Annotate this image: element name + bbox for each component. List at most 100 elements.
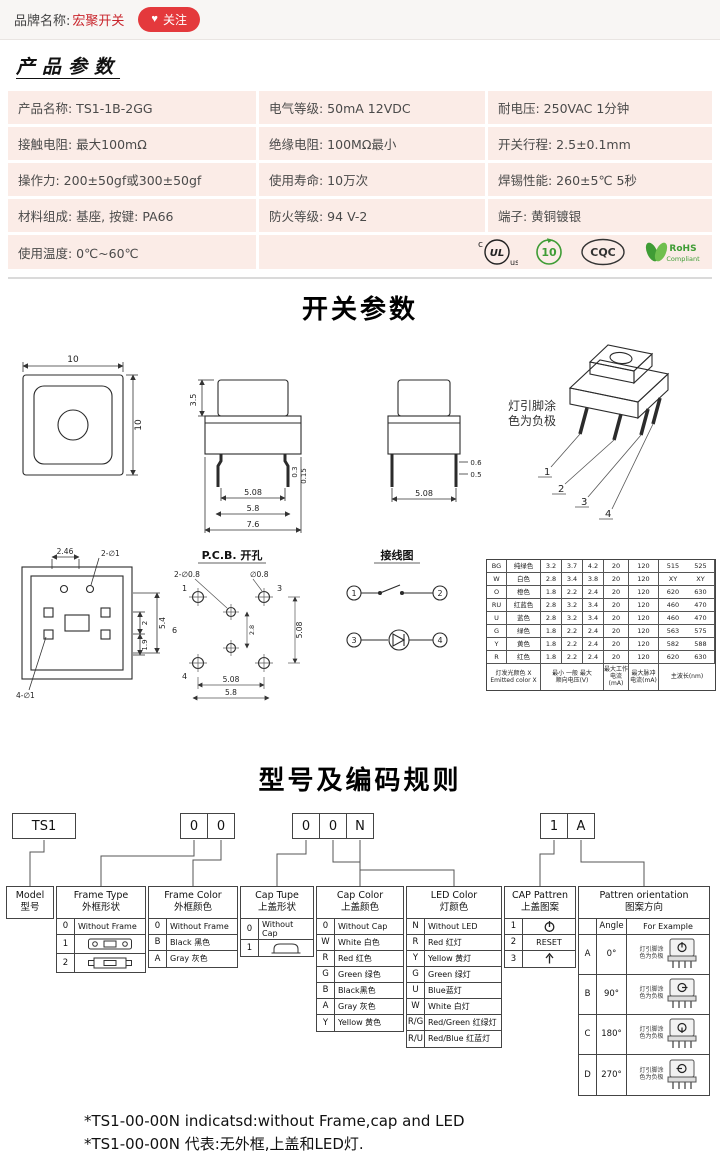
led-cell: 630 [687, 586, 715, 599]
dim-label: 5.8 [225, 688, 237, 697]
table-row: 1 [505, 918, 575, 935]
dim-label: 2.46 [57, 547, 74, 556]
table-title-en: Frame Color [164, 890, 222, 901]
pin-number: 3 [277, 584, 282, 593]
dim-label: 2-∅0.8 [174, 570, 200, 579]
table-subheader: Angle For Example [579, 918, 709, 935]
switch-params-title: 开关参数 [301, 295, 418, 325]
table-title-en: Cap Tupe [255, 890, 299, 901]
led-cell: 1.8 [541, 586, 562, 599]
certification-logos: c UL us 10 CQC RoHS [259, 235, 712, 269]
negative-pole-note: 灯引脚涂色为负极 [639, 1066, 664, 1081]
led-cell: 20 [604, 560, 629, 573]
dim-label: 5.4 [158, 617, 167, 629]
table-title-cn: 型号 [20, 902, 40, 914]
table-row: 1 [57, 934, 145, 954]
table-title-cn: 上盖形状 [257, 902, 296, 914]
heart-icon: ♥ [151, 13, 158, 25]
led-cell: 460 [659, 612, 687, 625]
pin-number: 1 [182, 584, 187, 593]
led-cell: 515 [659, 560, 687, 573]
dim-label: ∅0.8 [250, 570, 269, 579]
led-cell: 525 [687, 560, 715, 573]
pin-number: 3 [581, 497, 587, 508]
led-footer-cell: 最大工作电流(mA) [604, 664, 629, 690]
led-cell: 588 [687, 638, 715, 651]
spec-row: 接触电阻: 最大100mΩ 绝缘电阻: 100MΩ最小 开关行程: 2.5±0.… [8, 127, 712, 160]
table-title-cn: 外框颜色 [173, 902, 212, 914]
led-cell: 620 [659, 586, 687, 599]
pcb-title: P.C.B. 开孔 [202, 549, 263, 562]
code-box: A [567, 813, 595, 839]
spec-cell: 防火等级: 94 V-2 [259, 199, 485, 232]
coding-rules-title: 型号及编码规则 [258, 766, 462, 796]
code-box: 0 [207, 813, 235, 839]
spec-cell: 端子: 黄铜镀银 [488, 199, 712, 232]
dim-label: 0.6 [470, 459, 482, 467]
led-cell: 20 [604, 586, 629, 599]
code-box: 0 [180, 813, 208, 839]
led-cell: 2.8 [541, 573, 562, 586]
footnote-cn: *TS1-00-00N 代表:无外框,上盖和LED灯. [84, 1134, 364, 1153]
negative-pole-note: 灯引脚涂色为负极 [639, 1026, 664, 1041]
dim-label: 0.15 [300, 468, 308, 484]
switch-example-180deg-icon [667, 1018, 696, 1049]
brand-name-link[interactable]: 宏聚开关 [72, 14, 125, 29]
svg-text:us: us [510, 258, 518, 267]
led-cell: 1.8 [541, 625, 562, 638]
table-cap-pattern: CAP Pattren 上盖图案 1 2 RESET 3 [504, 886, 576, 968]
svg-text:10: 10 [541, 246, 557, 259]
orientation-row: A 0° 灯引脚涂色为负极 [579, 934, 709, 975]
led-cell: 2.2 [562, 638, 583, 651]
switch-example-0deg-icon [667, 938, 696, 969]
table-pattern-orientation: Pattren orientation 图案方向 Angle For Examp… [578, 886, 710, 1096]
pin-number: 6 [172, 626, 177, 635]
table-title-en: Cap Color [336, 890, 384, 901]
spec-row: 产品名称: TS1-1B-2GG 电气等级: 50mA 12VDC 耐电压: 2… [8, 91, 712, 124]
dim-label: 2-∅1 [101, 549, 120, 558]
led-cell: 蓝色 [507, 612, 541, 625]
follow-button[interactable]: ♥ 关注 [138, 7, 200, 32]
dimension-drawings-row1: 10 10 3.5 0.3 0.15 5.08 5.8 7.6 [22, 344, 670, 533]
svg-text:CQC: CQC [590, 246, 616, 259]
led-cell: 460 [659, 599, 687, 612]
code-box-model: TS1 [12, 813, 76, 839]
code-box: 0 [319, 813, 347, 839]
ul-mark-icon: c UL us [478, 239, 518, 267]
pin-number: 2 [558, 484, 564, 495]
led-cell: 2.4 [583, 586, 604, 599]
table-model: Model 型号 [6, 886, 54, 919]
table-title-cn: 灯颜色 [439, 902, 469, 914]
led-spec-rows: BG 纯绿色 3.2 3.7 4.2 20 120 515 525 W 白色 2… [487, 560, 715, 664]
dim-label: 5.08 [415, 489, 433, 498]
table-title-cn: 上盖图案 [520, 902, 559, 914]
table-title-cn: 外框形状 [81, 902, 120, 914]
code-box: N [346, 813, 374, 839]
led-cell: W [487, 573, 507, 586]
led-cell: 2.2 [562, 651, 583, 664]
side-view-b-drawing: 0.6 0.5 5.08 [387, 379, 482, 502]
led-cell: 2.2 [562, 586, 583, 599]
led-cell: 2.2 [562, 625, 583, 638]
pin-number: 4 [605, 509, 611, 520]
dim-label: 10 [67, 355, 79, 365]
led-cell: Y [487, 638, 507, 651]
led-cell: 2.8 [541, 612, 562, 625]
dim-label: 1.9 [141, 639, 149, 650]
wiring-diagram: 接线图 1 2 3 4 [346, 548, 448, 651]
pin-number: 3 [351, 636, 356, 645]
led-cell: 1.8 [541, 651, 562, 664]
